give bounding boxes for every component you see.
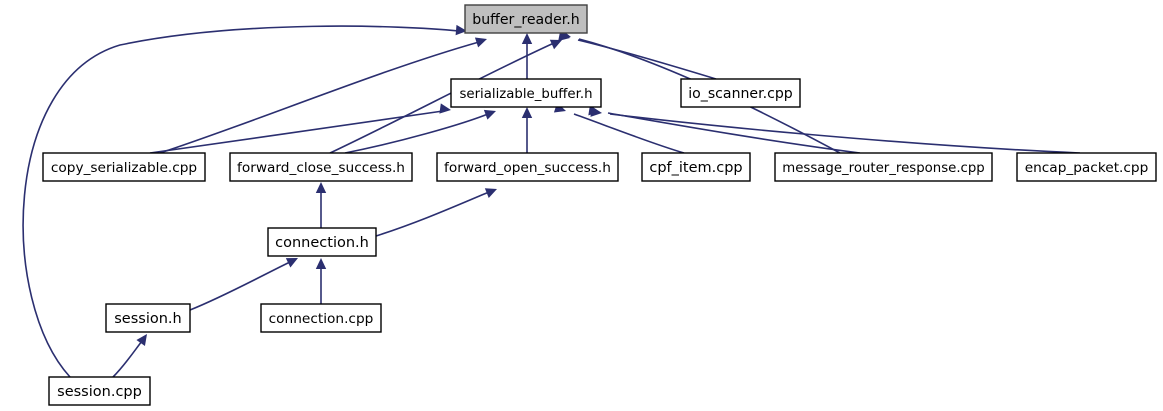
- edge-serializable_buffer-to-buffer_reader: [521, 33, 533, 79]
- node-label: serializable_buffer.h: [459, 87, 592, 102]
- arrowhead: [455, 24, 467, 36]
- edge-message_router_response-to-serializable_buffer: [588, 105, 861, 154]
- edge-line: [22, 25, 460, 378]
- node-label: copy_serializable.cpp: [51, 160, 197, 176]
- edge-line: [149, 110, 444, 154]
- node-label: cpf_item.cpp: [649, 160, 742, 176]
- node-box[interactable]: [267, 227, 377, 257]
- edge-line: [375, 191, 490, 237]
- edge-line: [189, 261, 291, 311]
- edge-forward_close_success-to-serializable_buffer: [344, 109, 496, 154]
- arrowhead: [549, 39, 562, 50]
- edge-line: [577, 39, 717, 80]
- arrowhead: [315, 182, 327, 193]
- edge-line: [329, 42, 555, 154]
- node-label: connection.cpp: [269, 311, 374, 327]
- node-box[interactable]: [260, 303, 382, 333]
- edge-line: [573, 113, 685, 154]
- node-box[interactable]: [105, 303, 191, 333]
- nodes-layer: buffer_reader.h serializable_buffer.h io_s…: [42, 4, 1157, 406]
- arrowhead: [439, 103, 451, 114]
- edge-connection_h-to-forward_open_success: [375, 188, 497, 237]
- node-label: session.cpp: [57, 384, 142, 400]
- edge-session_cpp-to-buffer_reader: [22, 24, 467, 378]
- node-box[interactable]: [48, 376, 151, 406]
- arrowhead: [521, 107, 533, 118]
- arrowhead: [521, 33, 533, 44]
- node-box[interactable]: [450, 78, 602, 108]
- node-label: connection.h: [275, 235, 369, 251]
- node-box[interactable]: [464, 4, 588, 34]
- node-label: buffer_reader.h: [472, 12, 579, 28]
- node-box[interactable]: [229, 152, 413, 182]
- node-forward_open_success[interactable]: forward_open_success.h: [436, 152, 619, 182]
- node-forward_close_success[interactable]: forward_close_success.h: [229, 152, 413, 182]
- node-serializable_buffer[interactable]: serializable_buffer.h: [450, 78, 602, 108]
- edge-copy_serializable-to-serializable_buffer: [149, 103, 451, 154]
- node-copy_serializable[interactable]: copy_serializable.cpp: [42, 152, 206, 182]
- edge-connection_cpp-to-connection_h: [315, 258, 327, 304]
- edge-connection_h-to-forward_close_success: [315, 182, 327, 228]
- node-message_router_response[interactable]: message_router_response.cpp: [774, 152, 993, 182]
- arrowhead: [483, 109, 496, 120]
- edge-cpf_item-to-serializable_buffer: [553, 102, 685, 154]
- arrowhead: [136, 334, 147, 346]
- node-cpf_item[interactable]: cpf_item.cpp: [641, 152, 751, 182]
- edge-session_cpp-to-session_h: [112, 334, 147, 378]
- node-box[interactable]: [42, 152, 206, 182]
- node-buffer_reader[interactable]: buffer_reader.h: [464, 4, 588, 34]
- arrowhead: [484, 188, 497, 198]
- node-box[interactable]: [774, 152, 993, 182]
- edge-line: [159, 41, 480, 154]
- node-label: forward_open_success.h: [444, 160, 611, 176]
- node-connection_h[interactable]: connection.h: [267, 227, 377, 257]
- edge-line: [344, 113, 489, 154]
- edge-encap_packet-to-serializable_buffer: [590, 106, 1081, 154]
- node-label: session.h: [114, 311, 181, 327]
- edge-forward_open_success-to-serializable_buffer: [521, 107, 533, 153]
- edge-io_scanner-to-buffer_reader: [558, 30, 717, 80]
- node-box[interactable]: [680, 78, 801, 108]
- arrowhead: [474, 37, 487, 48]
- edges-layer: [22, 24, 1081, 378]
- node-connection_cpp[interactable]: connection.cpp: [260, 303, 382, 333]
- edge-copy_serializable-to-buffer_reader: [159, 37, 487, 154]
- arrowhead: [285, 258, 298, 268]
- edge-line: [112, 340, 143, 378]
- node-session_cpp[interactable]: session.cpp: [48, 376, 151, 406]
- node-label: forward_close_success.h: [237, 160, 405, 176]
- edge-session_h-to-connection_h: [189, 258, 298, 311]
- arrowhead: [315, 258, 327, 269]
- node-label: encap_packet.cpp: [1025, 160, 1149, 176]
- node-box[interactable]: [436, 152, 619, 182]
- node-label: io_scanner.cpp: [688, 86, 793, 102]
- node-box[interactable]: [641, 152, 751, 182]
- node-encap_packet[interactable]: encap_packet.cpp: [1016, 152, 1157, 182]
- edge-forward_close_success-to-buffer_reader: [329, 39, 562, 154]
- node-session_h[interactable]: session.h: [105, 303, 191, 333]
- node-box[interactable]: [1016, 152, 1157, 182]
- node-label: message_router_response.cpp: [782, 161, 984, 176]
- edge-line: [609, 113, 1081, 154]
- arrowhead: [590, 106, 602, 117]
- node-io_scanner[interactable]: io_scanner.cpp: [680, 78, 801, 108]
